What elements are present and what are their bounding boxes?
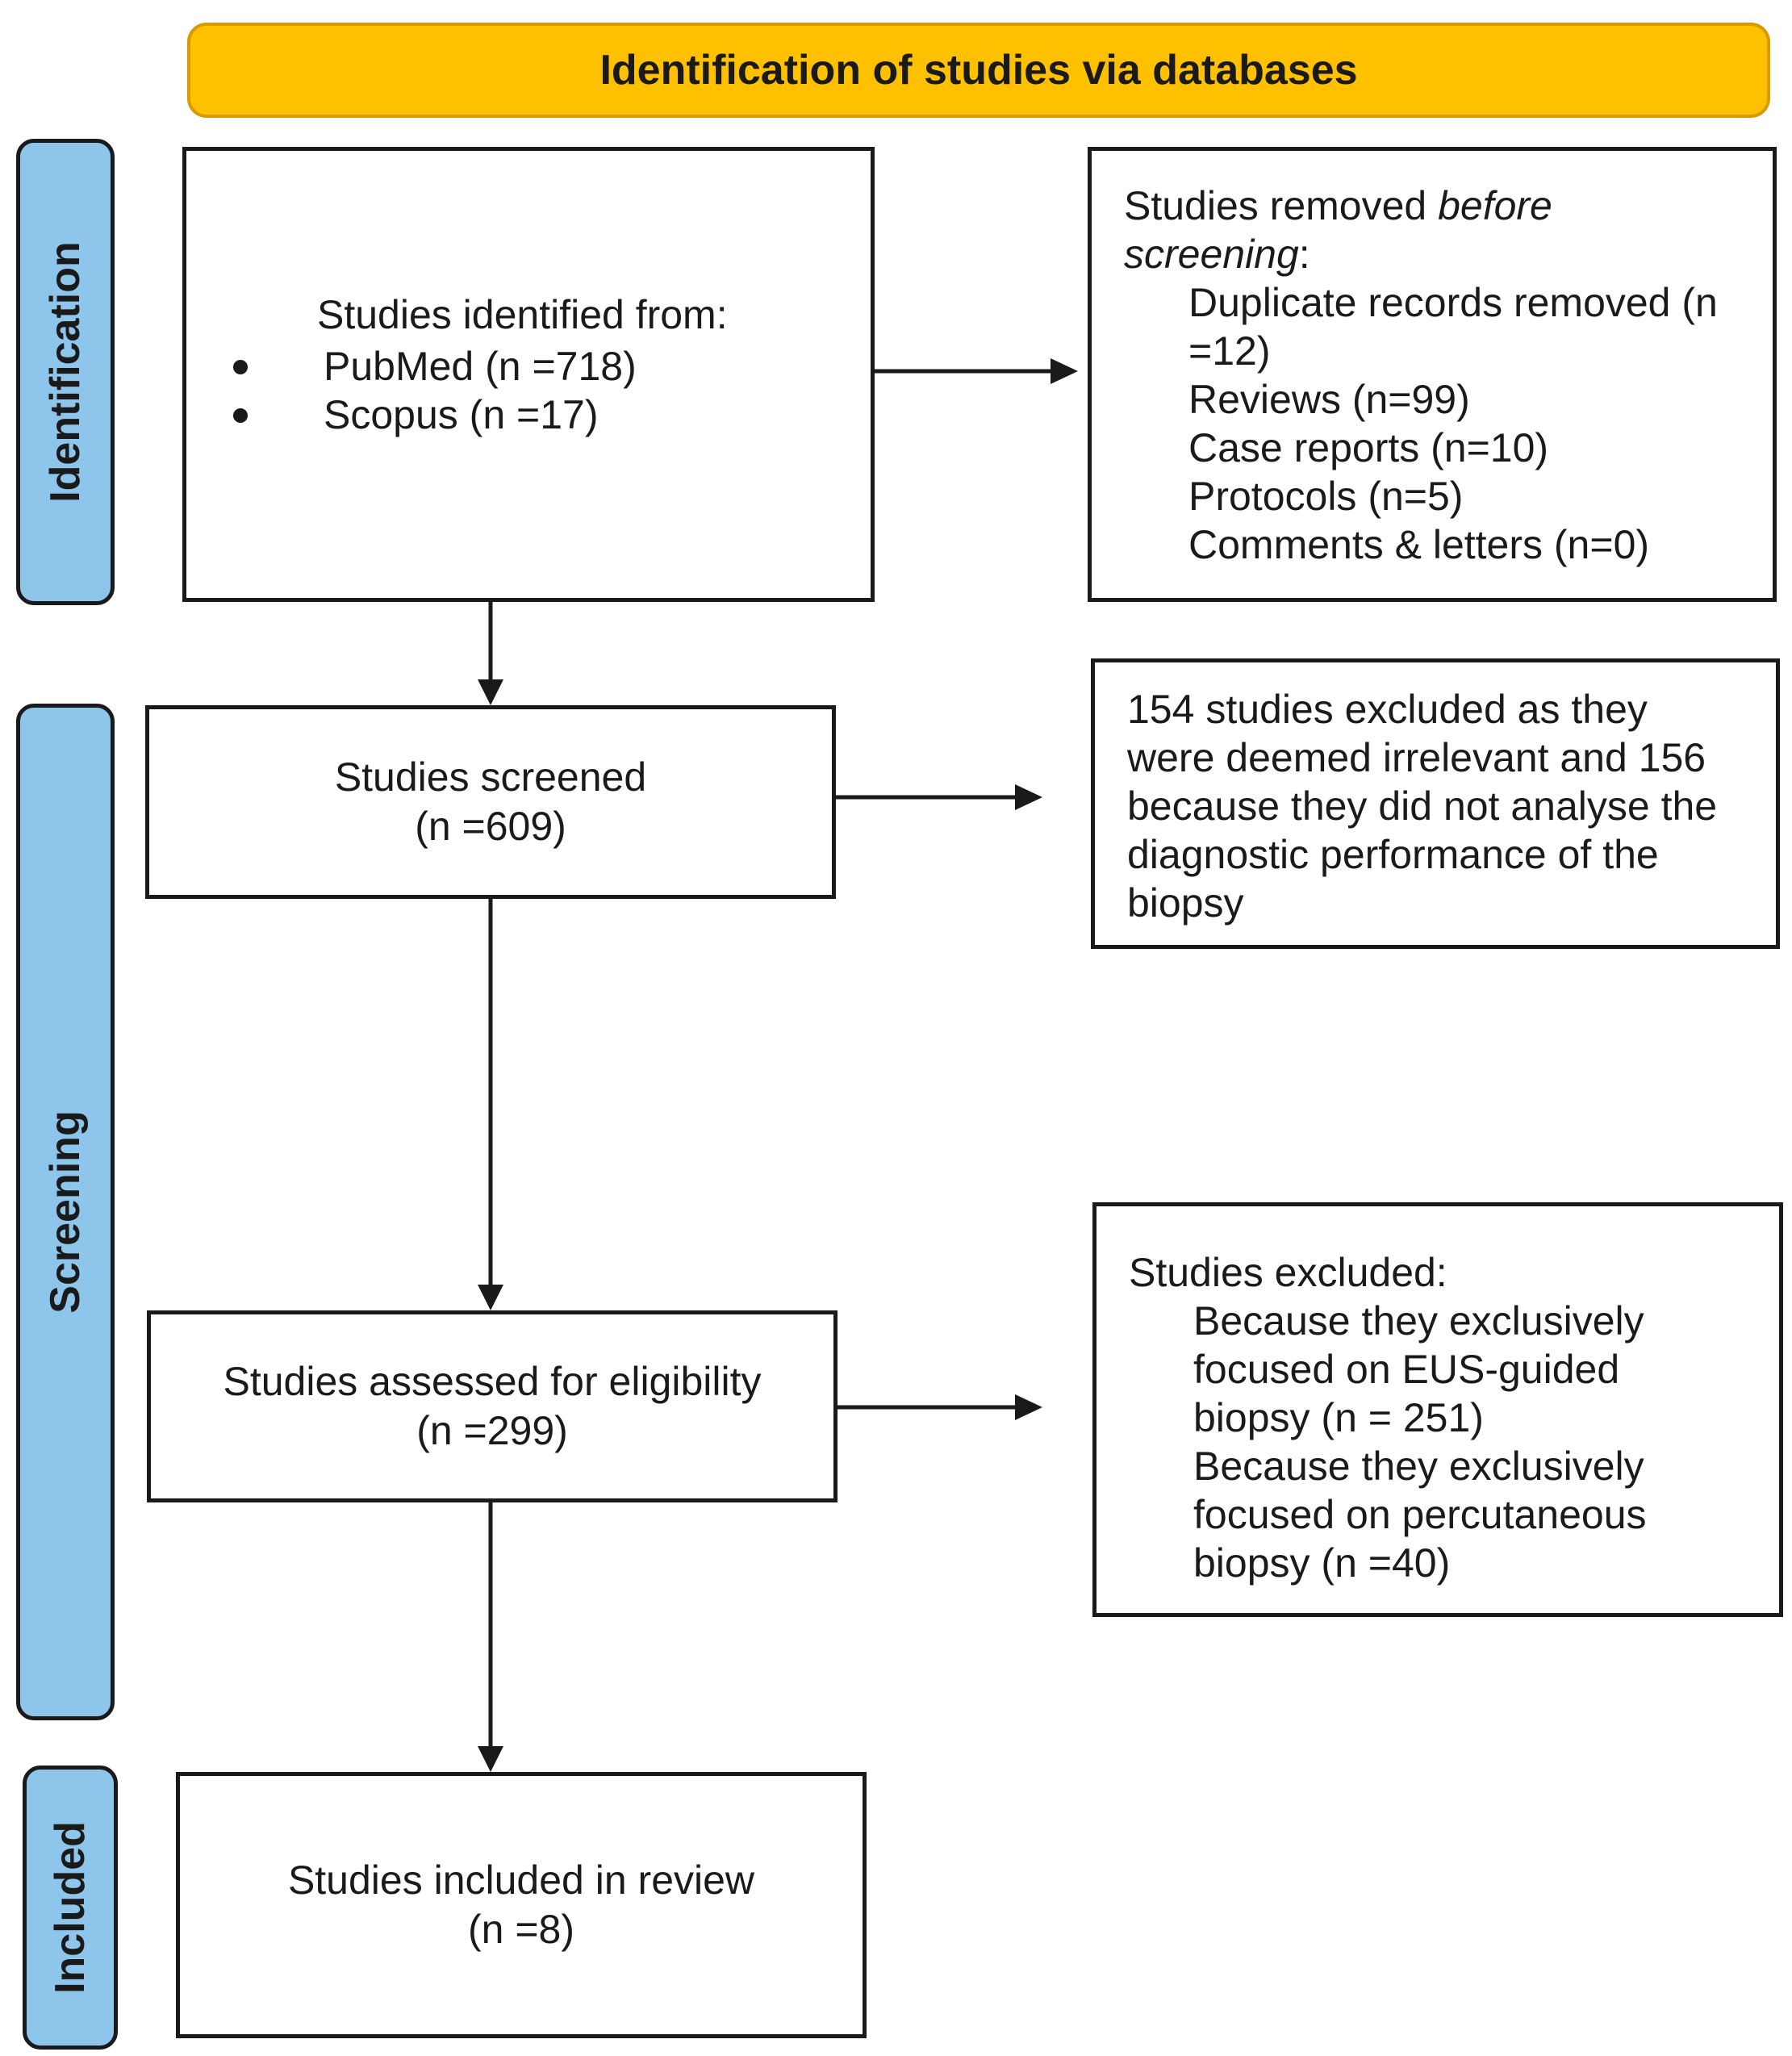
identified-box: Studies identified from: PubMed (n =718)… bbox=[182, 147, 875, 602]
arrowhead-screened-to-eligibility bbox=[478, 1285, 503, 1310]
arrowhead-identified-to-removed bbox=[1051, 358, 1078, 384]
removed-heading: Studies removed before screening: bbox=[1124, 182, 1740, 278]
excluded-eligibility-item: Because they exclusively focused on EUS-… bbox=[1193, 1298, 1644, 1440]
removed-before-screening-box: Studies removed before screening: Duplic… bbox=[1088, 147, 1777, 602]
removed-item: Case reports (n=10) bbox=[1188, 425, 1549, 470]
removed-item: Duplicate records removed (n =12) bbox=[1188, 280, 1718, 374]
stage-included: Included bbox=[23, 1766, 118, 2050]
identified-source-list: PubMed (n =718) Scopus (n =17) bbox=[186, 342, 728, 439]
screened-count: (n =609) bbox=[415, 804, 566, 849]
arrowhead-eligibility-to-excluded bbox=[1015, 1394, 1042, 1420]
included-count: (n =8) bbox=[467, 1907, 574, 1952]
identification-header: Identification of studies via databases bbox=[187, 23, 1770, 118]
eligibility-box: Studies assessed for eligibility (n =299… bbox=[147, 1310, 838, 1502]
excluded-eligibility-item: Because they exclusively focused on perc… bbox=[1193, 1444, 1647, 1586]
removed-heading-suffix: : bbox=[1298, 232, 1310, 277]
removed-item: Comments & letters (n=0) bbox=[1188, 522, 1650, 567]
included-label: Studies included in review bbox=[287, 1858, 755, 1903]
stage-screening: Screening bbox=[16, 704, 115, 1720]
screened-box: Studies screened (n =609) bbox=[145, 705, 836, 899]
excluded-screening-text: 154 studies excluded as they were deemed… bbox=[1127, 687, 1718, 926]
arrowhead-identified-to-screened bbox=[478, 679, 503, 705]
excluded-eligibility-heading: Studies excluded: bbox=[1129, 1250, 1447, 1295]
arrowhead-screened-to-excluded bbox=[1015, 784, 1042, 810]
identified-source-pubmed: PubMed (n =718) bbox=[186, 342, 728, 391]
stage-identification: Identification bbox=[16, 139, 115, 605]
removed-item: Protocols (n=5) bbox=[1188, 474, 1464, 519]
removed-heading-prefix: Studies removed bbox=[1124, 183, 1439, 228]
arrowhead-eligibility-to-included bbox=[478, 1746, 503, 1772]
identified-source-scopus: Scopus (n =17) bbox=[186, 391, 728, 439]
removed-heading-emphasis: before screening bbox=[1124, 183, 1552, 277]
excluded-screening-box: 154 studies excluded as they were deemed… bbox=[1091, 658, 1780, 949]
removed-item: Reviews (n=99) bbox=[1188, 377, 1470, 422]
screened-label: Studies screened bbox=[334, 754, 647, 800]
eligibility-label: Studies assessed for eligibility bbox=[223, 1359, 762, 1404]
excluded-eligibility-box: Studies excluded: Because they exclusive… bbox=[1092, 1202, 1783, 1617]
eligibility-count: (n =299) bbox=[416, 1408, 568, 1453]
included-box: Studies included in review (n =8) bbox=[176, 1772, 867, 2038]
identified-heading: Studies identified from: bbox=[317, 292, 728, 337]
